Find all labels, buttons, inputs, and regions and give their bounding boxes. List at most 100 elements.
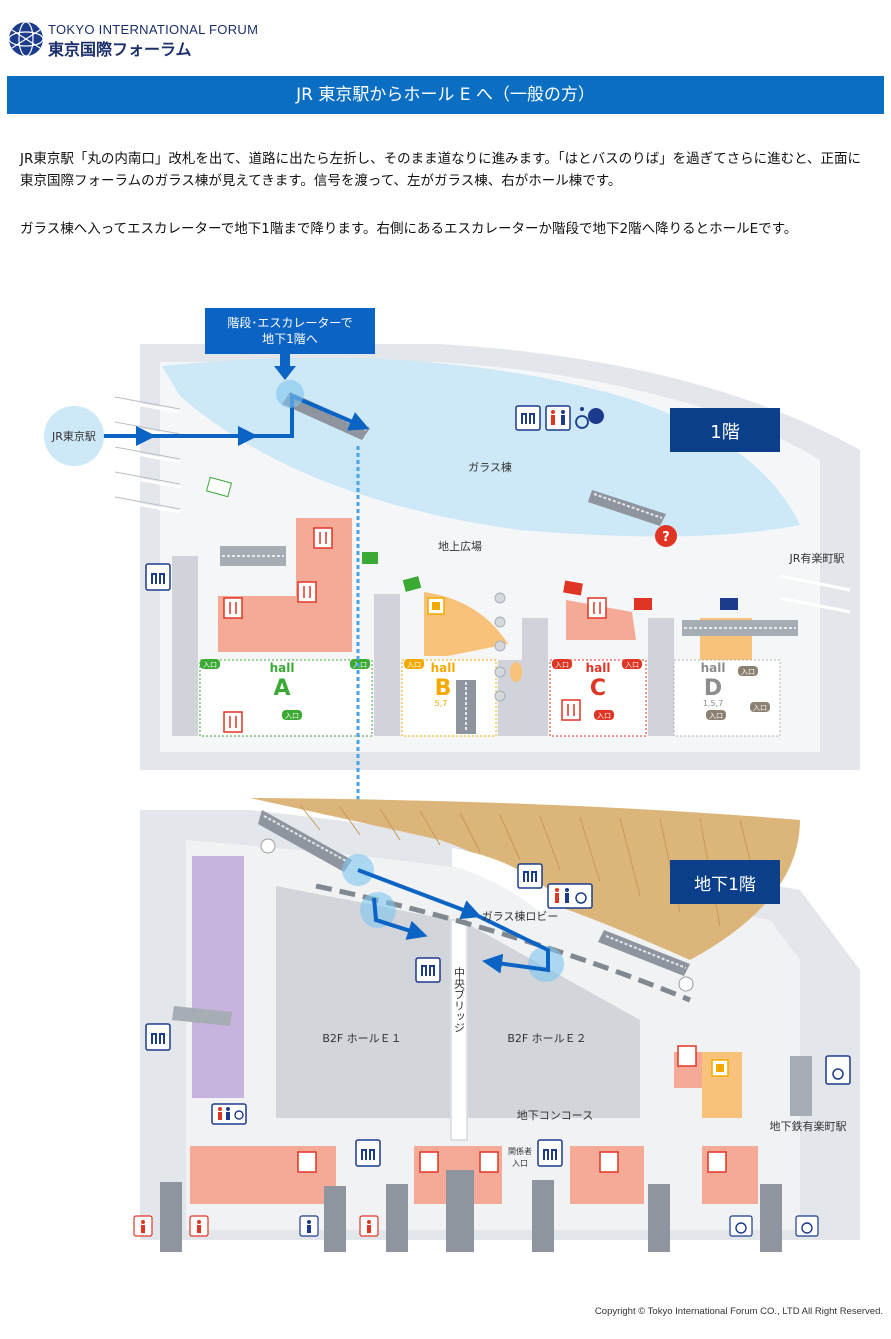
restaurant-area bbox=[566, 600, 636, 640]
restroom-icon bbox=[211, 1103, 247, 1125]
escalator-icon bbox=[532, 1180, 554, 1252]
elevator-icon bbox=[515, 405, 541, 431]
floor-1-badge bbox=[670, 408, 780, 452]
entrance-tag: 入口 bbox=[203, 661, 217, 669]
restroom-icon bbox=[133, 1215, 379, 1237]
escalator-icon bbox=[588, 490, 666, 526]
floor-1-map: hall A hall B 5,7 hall C hall D 1,5,7 入口… bbox=[44, 308, 860, 820]
glass-building-area bbox=[162, 357, 800, 537]
callout-line-1: 階段･エスカレーターで bbox=[227, 315, 352, 330]
copyright: Copyright © Tokyo International Forum CO… bbox=[594, 1306, 883, 1317]
escalator-icon bbox=[456, 680, 476, 734]
restaurant-icon bbox=[419, 1151, 439, 1173]
entrance-tag: 入口 bbox=[625, 661, 639, 669]
glass-building-label: ガラス棟 bbox=[468, 460, 512, 474]
elevator-icon bbox=[825, 1055, 851, 1085]
page-title-banner: JR 東京駅からホール E へ（一般の方） bbox=[7, 76, 884, 114]
route-floor-b1 bbox=[342, 854, 564, 982]
shop-area bbox=[424, 592, 508, 656]
directions-paragraph-2: ガラス棟へ入ってエスカレーターで地下1階まで降ります。右側にあるエスカレーターか… bbox=[20, 221, 798, 237]
escalator-icon bbox=[258, 810, 352, 872]
glass-lobby-label: ガラス棟ロビー bbox=[482, 909, 559, 923]
purple-zone bbox=[192, 856, 244, 1098]
entrance-tag: 入口 bbox=[353, 661, 367, 669]
restaurant-icon bbox=[313, 527, 333, 549]
hall-b-word: hall bbox=[431, 661, 456, 675]
escalator-icon bbox=[598, 930, 694, 992]
route-floor-1 bbox=[102, 380, 370, 820]
restaurant-icon bbox=[677, 1045, 697, 1067]
entrance-tag: 入口 bbox=[709, 712, 723, 720]
globe-logo-icon bbox=[8, 21, 44, 57]
wall-block bbox=[172, 556, 198, 736]
elevator-icon bbox=[517, 863, 543, 889]
entrance-tag: 入口 bbox=[753, 704, 767, 712]
staff-entrance-line-2: 入口 bbox=[512, 1159, 528, 1168]
floor-b1-map: B2F ホールＥ１ B2F ホールＥ２ 中央ブリッジ bbox=[133, 798, 860, 1252]
restaurant-icon bbox=[479, 1151, 499, 1173]
entrance-tag: 入口 bbox=[285, 712, 299, 720]
restaurant-icon bbox=[561, 699, 581, 721]
subway-yurakucho-label: 地下鉄有楽町駅 bbox=[770, 1119, 847, 1133]
hall-c[interactable] bbox=[549, 659, 647, 737]
floor-1-badge-label: 1階 bbox=[710, 422, 739, 443]
escalator-icon bbox=[324, 1186, 346, 1252]
concourse-label: 地下コンコース bbox=[517, 1109, 593, 1122]
central-bridge-label: 中央ブリッジ bbox=[453, 967, 466, 1033]
elevator-icon bbox=[537, 1139, 563, 1167]
hall-d[interactable] bbox=[673, 659, 781, 737]
wheelchair-icon bbox=[729, 1215, 819, 1237]
escalator-icon bbox=[220, 546, 286, 566]
callout-box: 階段･エスカレーターで 地下1階へ bbox=[205, 308, 375, 380]
escalator-icon bbox=[760, 1184, 782, 1252]
directions-paragraph-1: JR東京駅「丸の内南口」改札を出て、道路に出たら左折し、そのまま道なりに進みます… bbox=[20, 151, 862, 189]
info-icon[interactable]: ? bbox=[655, 525, 677, 547]
escalator-icon bbox=[160, 1182, 182, 1252]
shop-icon bbox=[711, 1059, 729, 1077]
staff-entrance-line-1: 関係者 bbox=[508, 1147, 532, 1156]
escalator-icon bbox=[790, 1056, 812, 1116]
entrance-tag: 入口 bbox=[407, 661, 421, 669]
plaza-label: 地上広場 bbox=[438, 540, 482, 553]
hall-b-letter: B bbox=[435, 676, 452, 701]
escalator-icon bbox=[648, 1184, 670, 1252]
hall-d-floors: 1,5,7 bbox=[703, 699, 723, 708]
restaurant-area bbox=[218, 518, 352, 652]
restaurant-icon bbox=[599, 1151, 619, 1173]
floor-b1-badge bbox=[670, 860, 780, 904]
wheelchair-icon bbox=[575, 407, 589, 429]
restroom-icon bbox=[547, 883, 593, 909]
escalator-icon bbox=[172, 1006, 232, 1026]
site-logo[interactable] bbox=[6, 19, 266, 59]
jr-yurakucho-label: JR有楽町駅 bbox=[789, 551, 845, 565]
hall-e1[interactable] bbox=[276, 886, 450, 1118]
hall-d-letter: D bbox=[704, 676, 722, 701]
restaurant-icon bbox=[223, 711, 243, 733]
escalator-icon bbox=[682, 620, 798, 636]
hall-e1-label: B2F ホールＥ１ bbox=[322, 1032, 401, 1045]
restaurant-icon bbox=[223, 597, 243, 619]
hall-e2[interactable] bbox=[468, 924, 640, 1118]
hall-a-letter: A bbox=[273, 676, 290, 701]
baby-room-icon bbox=[588, 408, 604, 424]
floor-b1-badge-label: 地下1階 bbox=[694, 875, 756, 895]
restaurant-icon bbox=[587, 597, 607, 619]
hall-b-floors: 5,7 bbox=[435, 699, 448, 708]
hall-c-word: hall bbox=[586, 661, 611, 675]
logo-text-en: TOKYO INTERNATIONAL FORUM bbox=[48, 22, 259, 37]
jr-tokyo-station[interactable]: JR東京駅 bbox=[44, 406, 104, 466]
callout-line-2: 地下1階へ bbox=[262, 331, 318, 346]
restaurant-icon bbox=[707, 1151, 727, 1173]
entrance-tag: 入口 bbox=[741, 668, 755, 676]
elevator-icon bbox=[145, 563, 171, 591]
restaurant-icon bbox=[297, 581, 317, 603]
hall-d-word: hall bbox=[701, 661, 726, 675]
elevator-icon bbox=[415, 957, 441, 983]
exit-sign-icon bbox=[205, 476, 738, 610]
entrance-tag: 入口 bbox=[597, 712, 611, 720]
hall-e2-label: B2F ホールＥ２ bbox=[507, 1032, 586, 1045]
elevator-icon bbox=[145, 1023, 171, 1051]
hall-a-word: hall bbox=[270, 661, 295, 675]
escalator-icon bbox=[446, 1170, 474, 1252]
hall-c-letter: C bbox=[590, 676, 606, 701]
